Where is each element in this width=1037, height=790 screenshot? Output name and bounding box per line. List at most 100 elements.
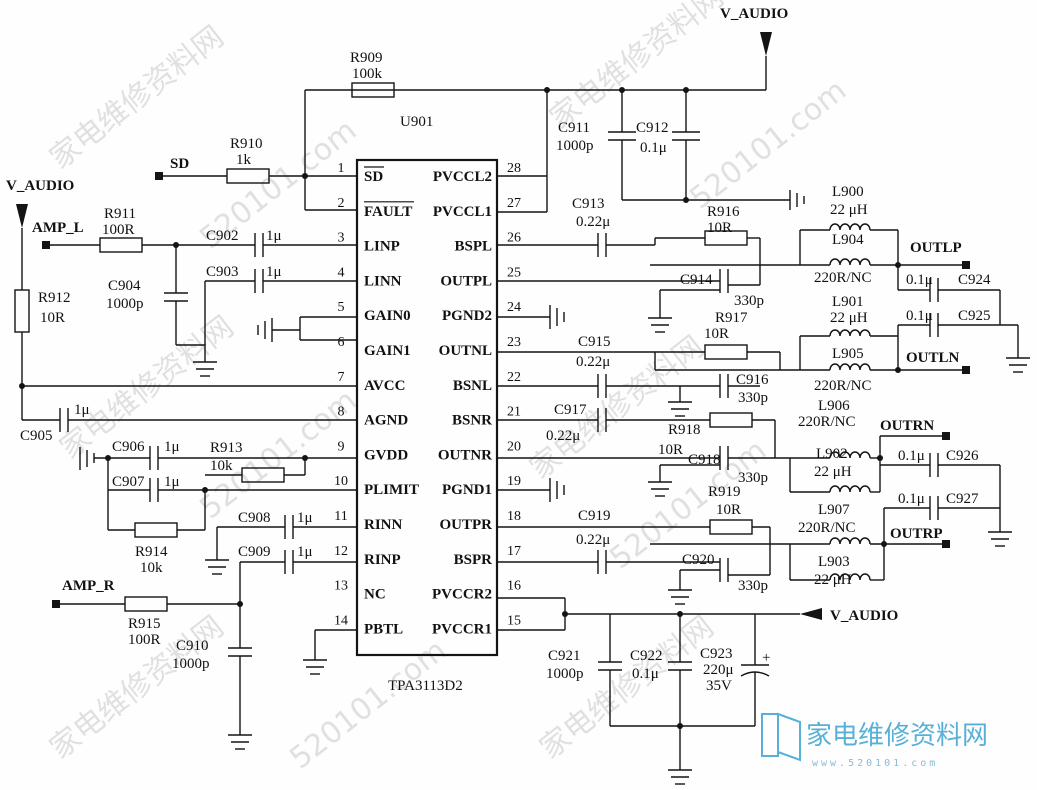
- r917-ref: R917: [715, 310, 748, 326]
- l903-value: 22 μH: [814, 572, 852, 588]
- c920-ref: C920: [682, 552, 715, 568]
- supply-right: V_AUDIO + C921 1000p C922 0.1μ C923 220μ…: [497, 597, 898, 785]
- inductor-l904-coil: [829, 258, 871, 266]
- l900-ref: L900: [832, 184, 864, 200]
- c926-ref: C926: [946, 448, 979, 464]
- connector-outrp-icon: [942, 540, 950, 548]
- c908-value: 1μ: [297, 510, 313, 526]
- net-label-outln: OUTLN: [906, 350, 960, 366]
- ic-pin-number-right: 21: [507, 405, 521, 420]
- c922-ref: C922: [630, 648, 663, 664]
- output-stage: C913 0.22μ R916 10R C914 330p OUTLP L900…: [497, 184, 1030, 605]
- ic-pin-number-right: 19: [507, 474, 521, 489]
- c918-value: 330p: [738, 470, 768, 486]
- amp-r-input: C908 1μ AMP_R R915 100R C909 1μ C910 100…: [52, 510, 357, 750]
- net-label-outrn: OUTRN: [880, 418, 934, 434]
- c927-ref: C927: [946, 491, 979, 507]
- ic-pins: SD1FAULT2LINP3LINN4GAIN05GAIN16AVCC7AGND…: [334, 161, 521, 637]
- l902-value: 22 μH: [814, 464, 852, 480]
- inductor-l900-coil: [829, 223, 871, 231]
- r917-value: 10R: [704, 326, 729, 342]
- net-label-amp-r: AMP_R: [62, 578, 115, 594]
- ic-pin-name-right: OUTPL: [440, 273, 492, 289]
- c902-ref: C902: [206, 228, 239, 244]
- resistor-r914: [134, 522, 178, 538]
- ic-pin-name-left: FAULT: [364, 204, 412, 220]
- r912-value: 10R: [40, 310, 65, 326]
- ic-pin-name-left: LINN: [364, 273, 402, 289]
- resistor-r915: [124, 596, 168, 612]
- ic-pin-name-left: GAIN0: [364, 308, 411, 324]
- c916-value: 330p: [738, 390, 768, 406]
- c917-value: 0.22μ: [546, 428, 580, 444]
- r909-value: 100k: [352, 66, 383, 82]
- net-label-v-audio-right: V_AUDIO: [830, 608, 898, 624]
- connector-amp-l-icon: [42, 241, 50, 249]
- ic-pin-number-left: 10: [334, 474, 348, 489]
- ic-pin-number-right: 24: [507, 300, 521, 315]
- ic-pin-name-left: PLIMIT: [364, 482, 419, 498]
- amp-l-input: AMP_L R911 100R C902 1μ C904 1000p C903 …: [32, 206, 357, 377]
- c910-value: 1000p: [172, 656, 210, 672]
- c922-value: 0.1μ: [632, 666, 659, 682]
- c902-value: 1μ: [266, 228, 282, 244]
- ic-pin-name-right: PVCCL2: [433, 169, 492, 185]
- c925-value: 0.1μ: [906, 308, 933, 324]
- ic-pin-number-left: 14: [334, 613, 348, 628]
- ic-part-label: TPA3113D2: [388, 678, 463, 694]
- c905-value: 1μ: [74, 402, 90, 418]
- watermark-text: 家电维修资料网: [533, 609, 720, 766]
- l905-value: 220R/NC: [814, 378, 872, 394]
- watermark-text: 家电维修资料网: [523, 329, 710, 486]
- resistor-r909: [351, 82, 395, 98]
- l903-ref: L903: [818, 554, 850, 570]
- c913-value: 0.22μ: [576, 214, 610, 230]
- ic-pin-number-left: 13: [334, 579, 348, 594]
- c917-ref: C917: [554, 402, 587, 418]
- ic-pin-number-left: 11: [334, 509, 347, 524]
- l904-ref: L904: [832, 232, 864, 248]
- c914-ref: C914: [680, 272, 713, 288]
- ic-pin-name-right: OUTNR: [438, 447, 492, 463]
- r914-ref: R914: [135, 544, 168, 560]
- c923-rating: 35V: [706, 678, 732, 694]
- avcc-supply: V_AUDIO R912 10R 1μ C905: [6, 178, 357, 444]
- ic-pin-name-left: RINP: [364, 552, 401, 568]
- c915-value: 0.22μ: [576, 354, 610, 370]
- ic-pin-number-left: 1: [338, 161, 345, 176]
- c919-ref: C919: [578, 508, 611, 524]
- r913-value: 10k: [210, 458, 233, 474]
- ic-pin-number-left: 8: [338, 405, 345, 420]
- ic-pin-number-right: 15: [507, 613, 521, 628]
- c904-ref: C904: [108, 278, 141, 294]
- inductor-l902-coil: [829, 485, 871, 493]
- r914-value: 10k: [140, 560, 163, 576]
- ic-pin-name-left: GAIN1: [364, 343, 411, 359]
- ic-pin-number-left: 7: [338, 370, 345, 385]
- ic-ref-label: U901: [400, 114, 433, 130]
- resistor-r919: [709, 519, 753, 535]
- inductor-l906-coil: [829, 451, 871, 459]
- ic-pin-name-right: BSNR: [452, 413, 492, 429]
- connector-outlp-icon: [962, 261, 970, 269]
- ic-pin-number-right: 23: [507, 335, 521, 350]
- ic-body: [355, 158, 499, 657]
- ic-pin-name-left: AVCC: [364, 378, 405, 394]
- r915-ref: R915: [128, 616, 161, 632]
- r913-ref: R913: [210, 440, 243, 456]
- c924-ref: C924: [958, 272, 991, 288]
- c921-ref: C921: [548, 648, 581, 664]
- ic-pin-name-right: PVCCL1: [433, 204, 492, 220]
- logo-url: www.520101.com: [812, 758, 938, 769]
- c910-ref: C910: [176, 638, 209, 654]
- sd-input: SD R910 1k: [155, 136, 357, 184]
- c916-ref: C916: [736, 372, 769, 388]
- r910-ref: R910: [230, 136, 263, 152]
- r911-ref: R911: [104, 206, 136, 222]
- l906-ref: L906: [818, 398, 850, 414]
- inductors: [829, 223, 871, 581]
- r919-value: 10R: [716, 502, 741, 518]
- c906-ref: C906: [112, 439, 145, 455]
- connector-outln-icon: [962, 366, 970, 374]
